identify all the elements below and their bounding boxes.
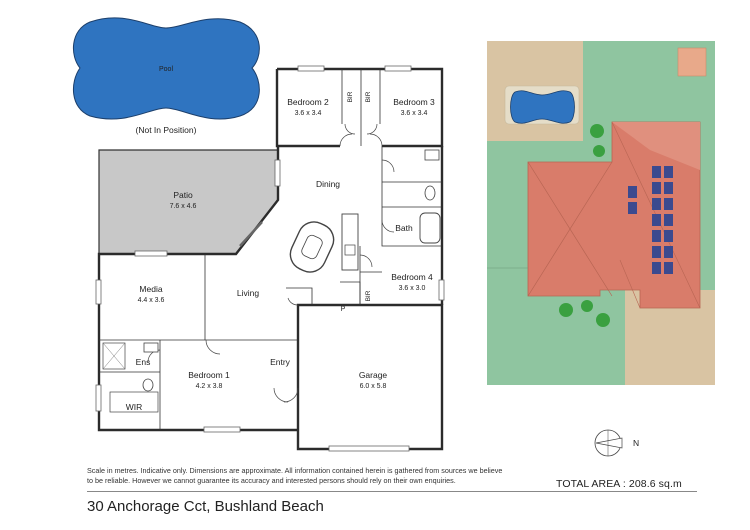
garage-dims: 6.0 x 5.8 xyxy=(360,383,387,390)
garden-shed xyxy=(677,47,707,77)
bath-name: Bath xyxy=(395,223,413,233)
property-address: 30 Anchorage Cct, Bushland Beach xyxy=(87,498,324,515)
bir-label-3: BIR xyxy=(365,290,372,301)
dining-name: Dining xyxy=(316,179,340,189)
compass: N xyxy=(594,429,639,457)
bedroom4-dims: 3.6 x 3.0 xyxy=(399,285,426,292)
ens-name: Ens xyxy=(136,357,151,367)
wir-name: WIR xyxy=(126,402,143,412)
media-name: Media xyxy=(139,284,162,294)
solar-panels xyxy=(628,166,673,274)
site-plan xyxy=(487,41,715,385)
house-walls xyxy=(97,67,444,451)
patio-name: Patio xyxy=(173,190,193,200)
bir-label-1: BIR xyxy=(347,91,354,102)
living-name: Living xyxy=(237,288,259,298)
pool-shape xyxy=(72,17,260,120)
patio-area xyxy=(98,149,279,255)
room-labels: Bedroom 2 3.6 x 3.4 Bedroom 3 3.6 x 3.4 … xyxy=(126,91,435,412)
bedroom2-name: Bedroom 2 xyxy=(287,97,329,107)
fixtures xyxy=(102,149,441,413)
pool-note: (Not In Position) xyxy=(136,125,197,135)
total-area: TOTAL AREA : 208.6 sq.m xyxy=(556,478,682,490)
pool-area: Pool (Not In Position) xyxy=(72,17,260,135)
bir-label-2: BIR xyxy=(365,91,372,102)
doors xyxy=(147,123,395,403)
bedroom4-name: Bedroom 4 xyxy=(391,272,433,282)
garage-name: Garage xyxy=(359,370,388,380)
windows xyxy=(95,65,445,452)
patio-dims: 7.6 x 4.6 xyxy=(170,203,197,210)
entry-name: Entry xyxy=(270,357,291,367)
bedroom3-dims: 3.6 x 3.4 xyxy=(401,110,428,117)
bedroom1-name: Bedroom 1 xyxy=(188,370,230,380)
trees xyxy=(559,124,610,327)
bedroom2-dims: 3.6 x 3.4 xyxy=(295,110,322,117)
bedroom3-name: Bedroom 3 xyxy=(393,97,435,107)
pantry-label: P xyxy=(341,306,346,313)
site-pool xyxy=(510,90,575,124)
pool-label: Pool xyxy=(159,66,173,73)
bedroom1-dims: 4.2 x 3.8 xyxy=(196,383,223,390)
media-dims: 4.4 x 3.6 xyxy=(138,297,165,304)
footer-divider xyxy=(87,491,697,492)
compass-north-label: N xyxy=(633,438,639,448)
disclaimer-text: Scale in metres. Indicative only. Dimens… xyxy=(87,466,503,485)
